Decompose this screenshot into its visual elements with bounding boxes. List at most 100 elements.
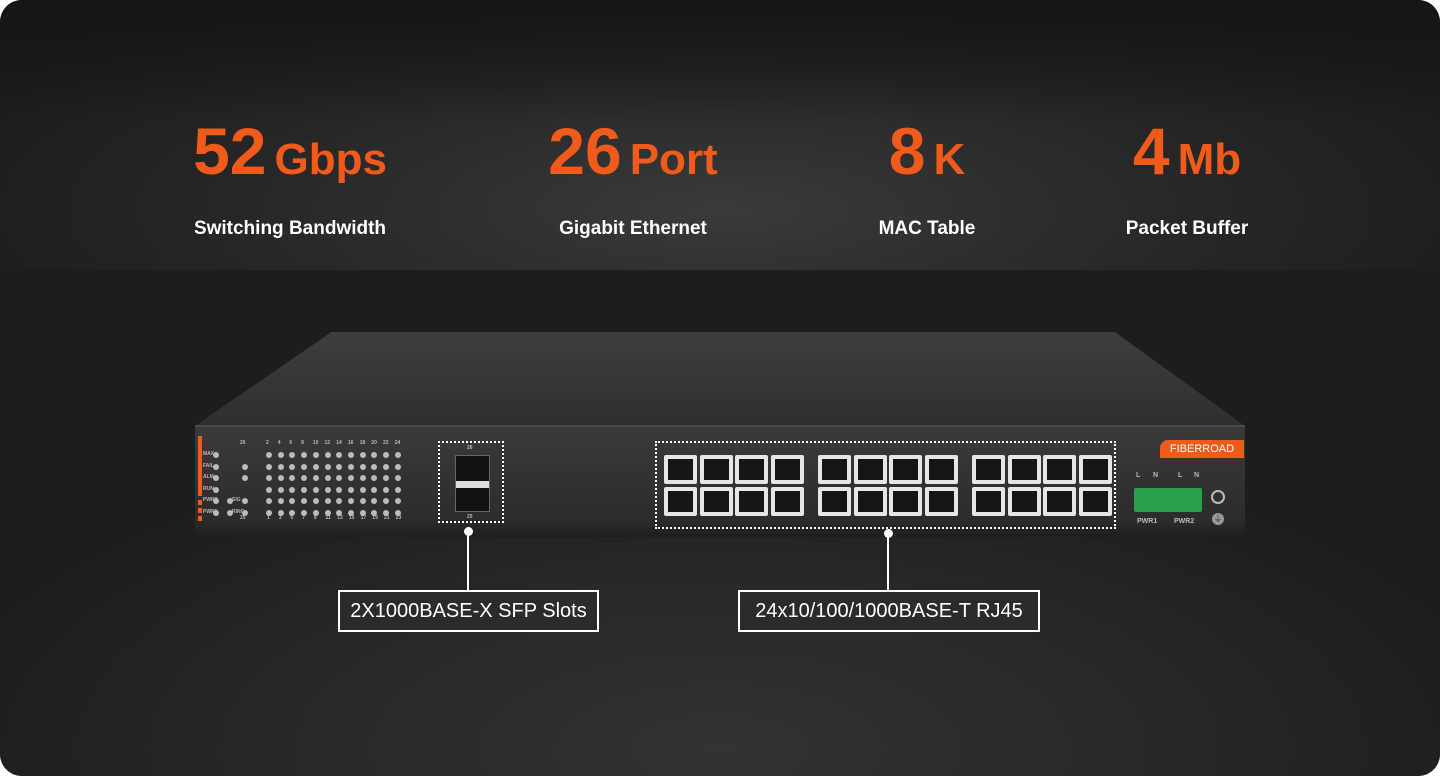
stat-unit: Gbps: [274, 135, 387, 184]
brand-logo: FIBERROAD: [1160, 440, 1244, 458]
switch-top-cover: [195, 332, 1245, 426]
led-label: RUN: [203, 486, 214, 492]
ground-screw-icon: [1211, 490, 1225, 504]
port-number: 15: [348, 515, 355, 521]
rj45-port: [1007, 455, 1041, 484]
power-terminal-block: [1134, 488, 1202, 512]
rj45-port: [664, 487, 697, 516]
port-led: [289, 464, 296, 470]
rj45-port: [699, 487, 733, 516]
port-number: 25: [240, 515, 246, 521]
sfp-slots: [455, 455, 490, 512]
rj45-port: [924, 455, 958, 484]
port-led: [347, 452, 354, 458]
led-label: FAIL: [203, 463, 214, 469]
port-number: 19: [372, 515, 378, 521]
port-led: [336, 475, 343, 481]
sfp-number: 25: [467, 514, 473, 520]
port-number: 21: [384, 515, 390, 521]
port-number: 20: [371, 440, 377, 446]
port-led: [266, 475, 272, 481]
port-led: [312, 464, 319, 470]
rj45-port: [972, 487, 1005, 516]
port-number: 2: [266, 440, 269, 446]
port-led: [336, 452, 343, 458]
port-led: [324, 510, 331, 516]
port-led: [371, 452, 378, 458]
port-led: [324, 464, 331, 470]
sfp-number: 26: [467, 445, 473, 451]
status-led: [213, 498, 219, 504]
rj45-port: [818, 487, 851, 516]
port-led: [277, 475, 284, 481]
status-led: [242, 510, 248, 516]
rj45-port: [770, 487, 804, 516]
power-label: PWR2: [1174, 518, 1195, 525]
port-led: [324, 498, 331, 504]
status-led: [242, 498, 248, 504]
port-led: [347, 510, 354, 516]
accent-stripe: [198, 436, 202, 496]
port-led: [347, 498, 354, 504]
port-led: [277, 498, 284, 504]
port-number: 12: [324, 440, 331, 446]
stat-label: Switching Bandwidth: [193, 218, 387, 239]
port-led: [359, 464, 366, 470]
port-number: 7: [302, 515, 305, 521]
stat-label: MAC Table: [878, 218, 976, 239]
port-number: 5: [290, 515, 294, 521]
port-led: [266, 487, 272, 493]
port-led: [336, 487, 343, 493]
port-led: [312, 498, 319, 504]
port-led: [266, 452, 272, 458]
port-led: [324, 475, 331, 481]
port-led: [301, 510, 308, 516]
port-led: [371, 464, 378, 470]
rj45-port: [972, 455, 1005, 484]
port-led: [359, 498, 366, 504]
status-led: [213, 510, 219, 516]
callout-rj45: 24x10/100/1000BASE-T RJ45: [738, 590, 1040, 632]
port-led: [383, 498, 389, 504]
port-led: [266, 510, 272, 516]
port-led: [383, 452, 389, 458]
port-number: 17: [360, 515, 367, 521]
status-led: [213, 487, 219, 493]
port-led: [359, 452, 366, 458]
port-led: [383, 475, 389, 481]
status-led: [227, 498, 233, 504]
rj45-port: [1078, 487, 1112, 516]
port-led: [347, 464, 354, 470]
ground-symbol-icon: ⏚: [1212, 513, 1224, 525]
port-led: [359, 487, 366, 493]
port-led: [312, 475, 319, 481]
port-led: [394, 510, 401, 516]
stat-value: 52: [193, 114, 267, 188]
port-led: [289, 487, 296, 493]
rj45-port: [818, 455, 851, 484]
port-led: [301, 464, 308, 470]
status-led: [242, 464, 248, 470]
port-number: 11: [325, 515, 331, 521]
port-led: [371, 475, 378, 481]
led-label: ALM: [203, 474, 214, 480]
terminal-label: N: [1194, 472, 1200, 479]
led-label: RING: [232, 509, 245, 515]
rj45-port: [853, 487, 887, 516]
port-led: [394, 498, 401, 504]
rj45-port: [735, 487, 768, 516]
port-led: [394, 452, 401, 458]
status-led: [227, 510, 233, 516]
port-number: 4: [277, 440, 281, 446]
stat-label: Packet Buffer: [1125, 218, 1249, 239]
port-led: [336, 464, 343, 470]
port-led: [371, 487, 378, 493]
rj45-port: [1043, 455, 1076, 484]
status-led: [242, 475, 248, 481]
stat-value: 8: [888, 114, 926, 188]
port-led: [394, 487, 401, 493]
